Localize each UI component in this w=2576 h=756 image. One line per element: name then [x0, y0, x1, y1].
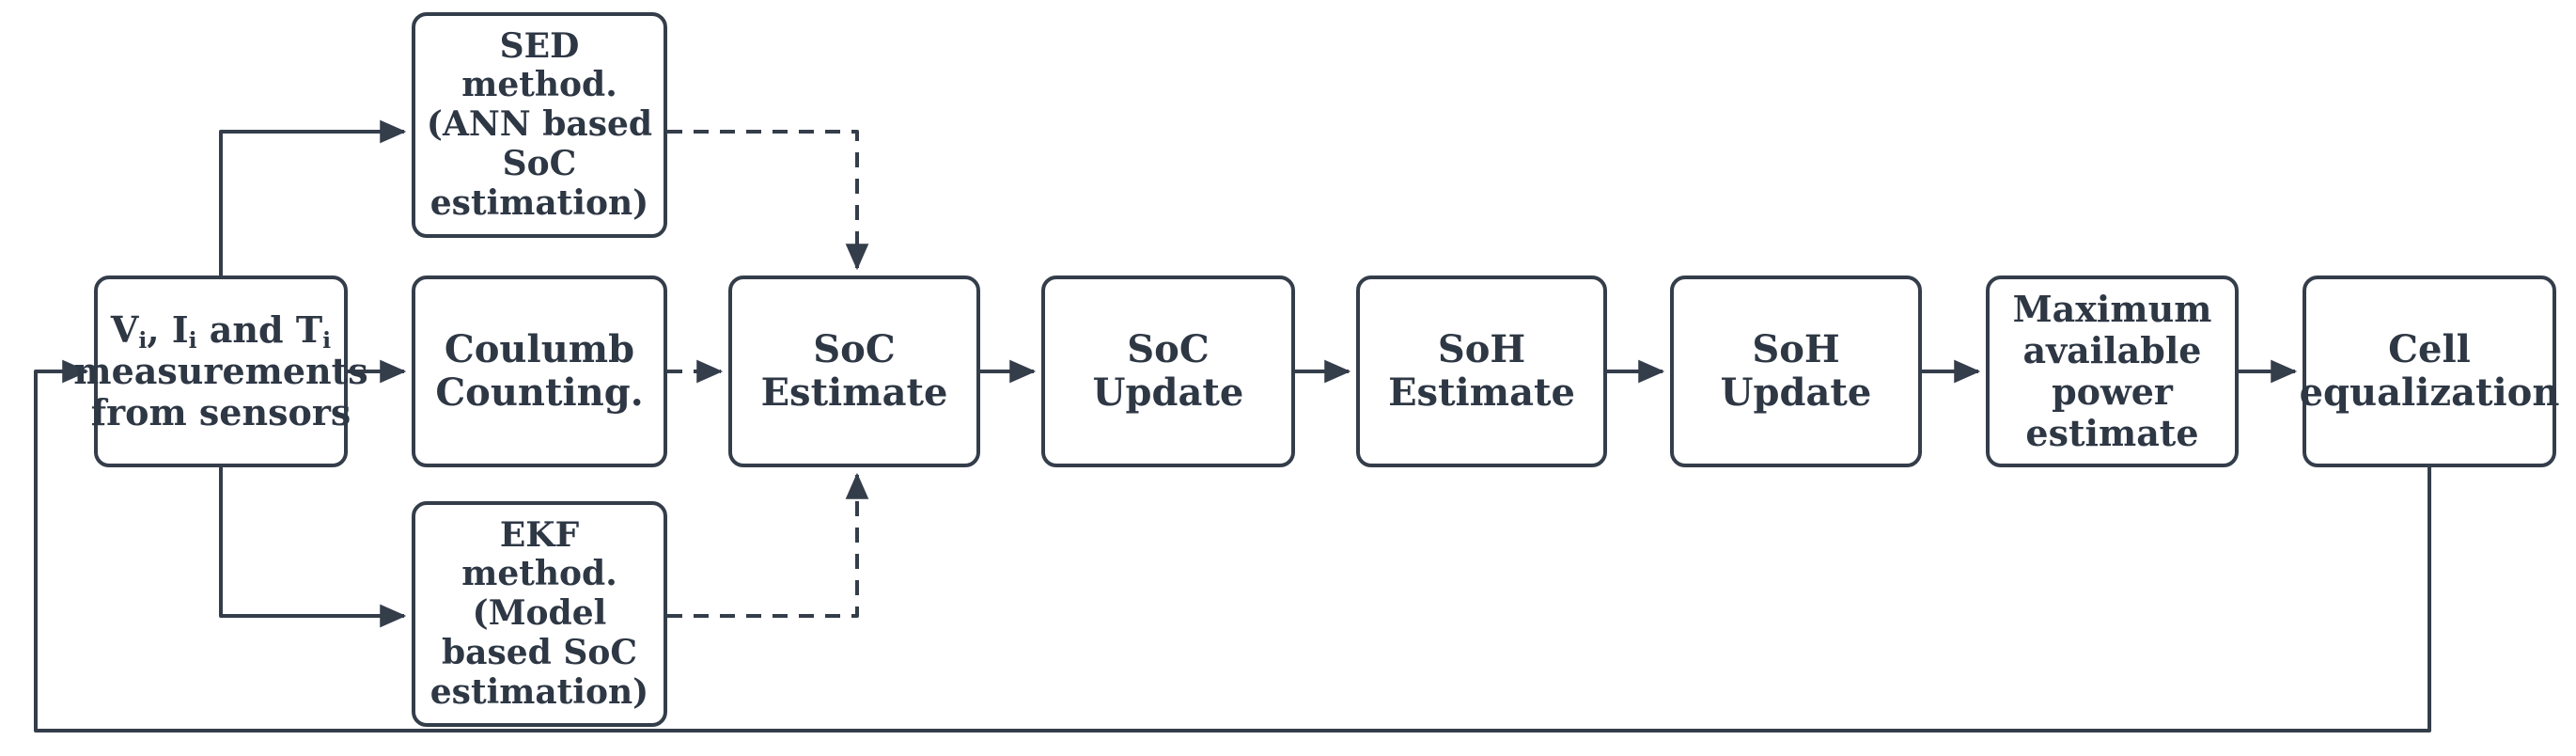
- edge-ekf-to-soc-estimate: [667, 472, 869, 618]
- node-max-available-power-estimate-label: Maximum available power estimate: [2012, 287, 2212, 455]
- node-soc-update-label: SoC Update: [1092, 326, 1244, 415]
- node-ekf-method[interactable]: EKF method. (Model based SoC estimation): [412, 501, 667, 727]
- node-soc-estimate[interactable]: SoC Estimate: [728, 276, 980, 467]
- edge-sed-to-soc-estimate: [667, 130, 869, 271]
- node-soh-update-label: SoH Update: [1720, 326, 1872, 415]
- node-soh-estimate[interactable]: SoH Estimate: [1356, 276, 1607, 467]
- node-ekf-method-label: EKF method. (Model based SoC estimation): [429, 514, 649, 712]
- node-soh-update[interactable]: SoH Update: [1670, 276, 1922, 467]
- edge-sensors-to-ekf: [219, 467, 407, 628]
- node-sed-method[interactable]: SED method. (ANN based SoC estimation): [412, 12, 667, 238]
- node-cell-equalization[interactable]: Cell equalization: [2300, 276, 2559, 467]
- node-soc-estimate-label: SoC Estimate: [760, 326, 948, 415]
- edge-sensors-to-sed: [219, 119, 407, 276]
- node-coulomb-counting-label: Coulumb Counting.: [435, 326, 644, 415]
- node-cell-equalization-label: Cell equalization: [2299, 326, 2560, 415]
- node-sed-method-label: SED method. (ANN based SoC estimation): [426, 25, 653, 223]
- node-soh-estimate-label: SoH Estimate: [1388, 326, 1575, 415]
- node-coulomb-counting[interactable]: Coulumb Counting.: [412, 276, 667, 467]
- node-max-available-power-estimate[interactable]: Maximum available power estimate: [1986, 276, 2239, 467]
- node-soc-update[interactable]: SoC Update: [1041, 276, 1295, 467]
